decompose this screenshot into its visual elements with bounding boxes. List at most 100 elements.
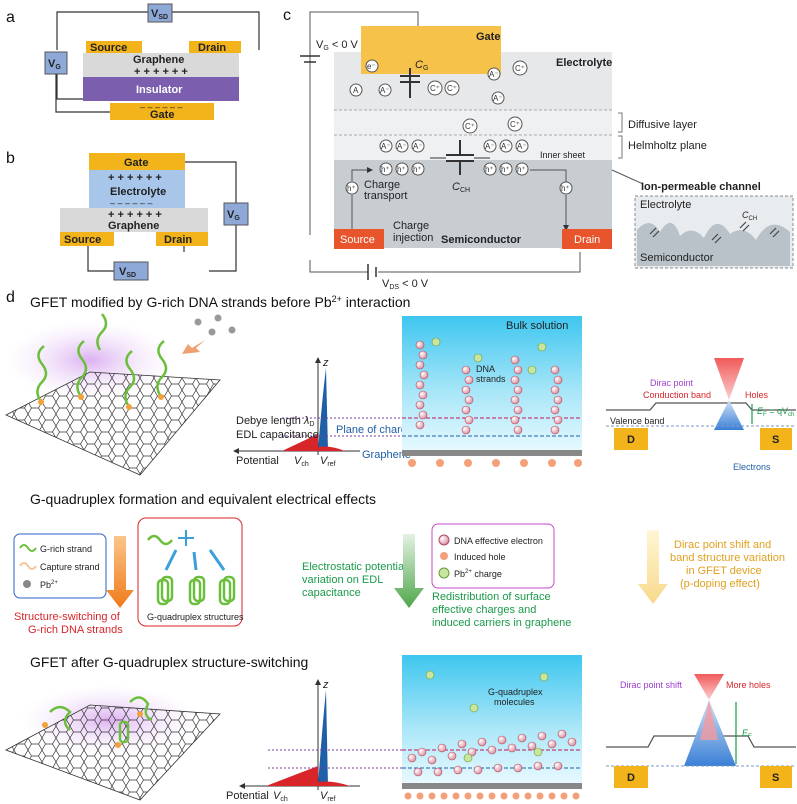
- svg-text:A: A: [353, 86, 359, 95]
- svg-text:Bulk solution: Bulk solution: [506, 320, 568, 332]
- svg-text:Source: Source: [340, 234, 375, 246]
- svg-text:Pb2+ charge: Pb2+ charge: [454, 569, 502, 579]
- svg-text:Valence band: Valence band: [610, 416, 664, 426]
- svg-text:D: D: [627, 772, 635, 784]
- svg-text:Inner sheet: Inner sheet: [540, 150, 586, 160]
- svg-text:Vch: Vch: [294, 455, 309, 468]
- gate-electrode-b: [89, 153, 185, 170]
- svg-text:transport: transport: [364, 190, 407, 202]
- svg-text:A⁻: A⁻: [485, 142, 495, 151]
- svg-text:C⁺: C⁺: [510, 120, 520, 129]
- svg-text:Vref: Vref: [320, 790, 336, 803]
- svg-text:Dirac point: Dirac point: [650, 378, 694, 388]
- svg-text:band structure variation: band structure variation: [670, 552, 785, 564]
- svg-text:Vch: Vch: [273, 790, 288, 803]
- svg-text:e⁻: e⁻: [367, 62, 376, 71]
- drain-electrode: [189, 41, 241, 53]
- legend-box-2: [431, 523, 555, 589]
- svg-text:VG: VG: [48, 58, 61, 71]
- panel-a: a VSD VG Source Drain Graphene + + + + +…: [6, 3, 260, 121]
- svg-text:+ + + + + +: + + + + + +: [134, 66, 188, 78]
- svg-text:– – – – – –: – – – – – –: [110, 198, 153, 208]
- svg-text:DNA effective electron: DNA effective electron: [454, 536, 543, 546]
- d-electrode-2: [614, 766, 648, 788]
- svg-text:Gate: Gate: [150, 109, 174, 121]
- svg-text:Potential: Potential: [226, 790, 269, 802]
- panel-b: b Gate – – – – – – + + + + + + Electroly…: [6, 150, 249, 281]
- source-c: [334, 229, 384, 249]
- svg-text:Pb2+: Pb2+: [40, 580, 58, 590]
- svg-text:h⁺: h⁺: [413, 165, 422, 174]
- drain-c: [562, 229, 612, 249]
- svg-text:Charge: Charge: [364, 179, 400, 191]
- svg-text:Dirac point shift: Dirac point shift: [620, 680, 683, 690]
- svg-text:h⁺: h⁺: [347, 184, 356, 193]
- s-electrode-1: [760, 428, 792, 450]
- svg-text:z: z: [322, 679, 329, 691]
- svg-text:A⁻: A⁻: [501, 142, 511, 151]
- svg-text:– – – – – –: – – – – – –: [140, 102, 183, 112]
- svg-text:Holes: Holes: [745, 390, 769, 400]
- orange-arrow: [106, 536, 134, 608]
- panel-a-letter: a: [6, 9, 15, 26]
- source-electrode: [86, 41, 142, 53]
- svg-text:More holes: More holes: [726, 680, 771, 690]
- svg-text:c: c: [283, 7, 291, 24]
- svg-text:Diffusive layer: Diffusive layer: [628, 119, 697, 131]
- svg-text:Source: Source: [64, 234, 101, 246]
- graphene-sheet-2: [5, 704, 221, 801]
- svg-text:C⁺: C⁺: [465, 122, 475, 131]
- svg-text:G-quadruplex: G-quadruplex: [488, 687, 543, 697]
- svg-text:h⁺: h⁺: [397, 165, 406, 174]
- svg-text:variation on EDL: variation on EDL: [302, 574, 383, 586]
- svg-text:h⁺: h⁺: [517, 165, 526, 174]
- insulator-layer: [83, 77, 239, 101]
- svg-text:CG: CG: [415, 59, 428, 72]
- svg-text:Debye length λD: Debye length λD: [236, 415, 314, 428]
- svg-text:Electrolyte: Electrolyte: [556, 57, 612, 69]
- vsd-box: [147, 3, 173, 23]
- svg-text:Dirac point shift and: Dirac point shift and: [674, 539, 771, 551]
- svg-text:Capture strand: Capture strand: [40, 562, 100, 572]
- gq-structures-box: [137, 517, 243, 627]
- svg-text:CCH: CCH: [742, 210, 757, 222]
- svg-text:Redistribution of surface: Redistribution of surface: [432, 591, 551, 603]
- svg-text:C⁺: C⁺: [515, 64, 525, 73]
- svg-text:EDL capacitance: EDL capacitance: [236, 429, 319, 441]
- svg-text:A⁻: A⁻: [517, 142, 527, 151]
- svg-text:VSD: VSD: [119, 266, 136, 279]
- svg-text:in GFET device: in GFET device: [686, 565, 762, 577]
- panel-d-title-1: GFET modified by G-rich DNA strands befo…: [30, 294, 410, 310]
- ions: e⁻ A A⁻ C⁺ C⁺ A⁻ C⁺ A⁻ C⁺ C⁺ A⁻ A⁻ A⁻ A⁻…: [345, 59, 573, 195]
- svg-text:effective charges and: effective charges and: [432, 604, 536, 616]
- svg-text:injection: injection: [393, 232, 433, 244]
- svg-text:molecules: molecules: [494, 697, 535, 707]
- svg-text:Structure-switching of: Structure-switching of: [14, 611, 121, 623]
- panel-c: c VG < 0 V VDS < 0 V Electrolyte Semicon…: [283, 7, 794, 291]
- svg-text:Gate: Gate: [476, 31, 500, 43]
- svg-text:Potential: Potential: [236, 455, 279, 467]
- svg-text:C⁺: C⁺: [447, 84, 457, 93]
- graphene-layer: [83, 53, 239, 77]
- svg-text:Semiconductor: Semiconductor: [441, 234, 522, 246]
- svg-text:Drain: Drain: [198, 42, 226, 54]
- svg-text:Charge: Charge: [393, 220, 429, 232]
- svg-text:Helmholtz plane: Helmholtz plane: [628, 140, 707, 152]
- svg-text:induced carriers in graphene: induced carriers in graphene: [432, 617, 571, 629]
- svg-text:EF = qVch: EF = qVch: [757, 406, 794, 418]
- svg-text:G-rich DNA strands: G-rich DNA strands: [28, 624, 123, 636]
- svg-text:Electrostatic potential: Electrostatic potential: [302, 561, 407, 573]
- panel-d-title-2: G-quadruplex formation and equivalent el…: [30, 491, 376, 507]
- svg-text:Plane of charge: Plane of charge: [336, 424, 413, 436]
- svg-text:Gate: Gate: [124, 157, 148, 169]
- panel-d: d GFET modified by G-rich DNA strands be…: [5, 289, 796, 803]
- svg-text:A⁻: A⁻: [413, 142, 423, 151]
- svg-text:h⁺: h⁺: [381, 165, 390, 174]
- svg-text:Electrolyte: Electrolyte: [110, 186, 166, 198]
- s-electrode-2: [760, 766, 792, 788]
- svg-text:Graphene: Graphene: [133, 54, 184, 66]
- svg-text:strands: strands: [476, 374, 506, 384]
- svg-text:VDS < 0 V: VDS < 0 V: [382, 278, 429, 291]
- svg-text:S: S: [772, 434, 779, 446]
